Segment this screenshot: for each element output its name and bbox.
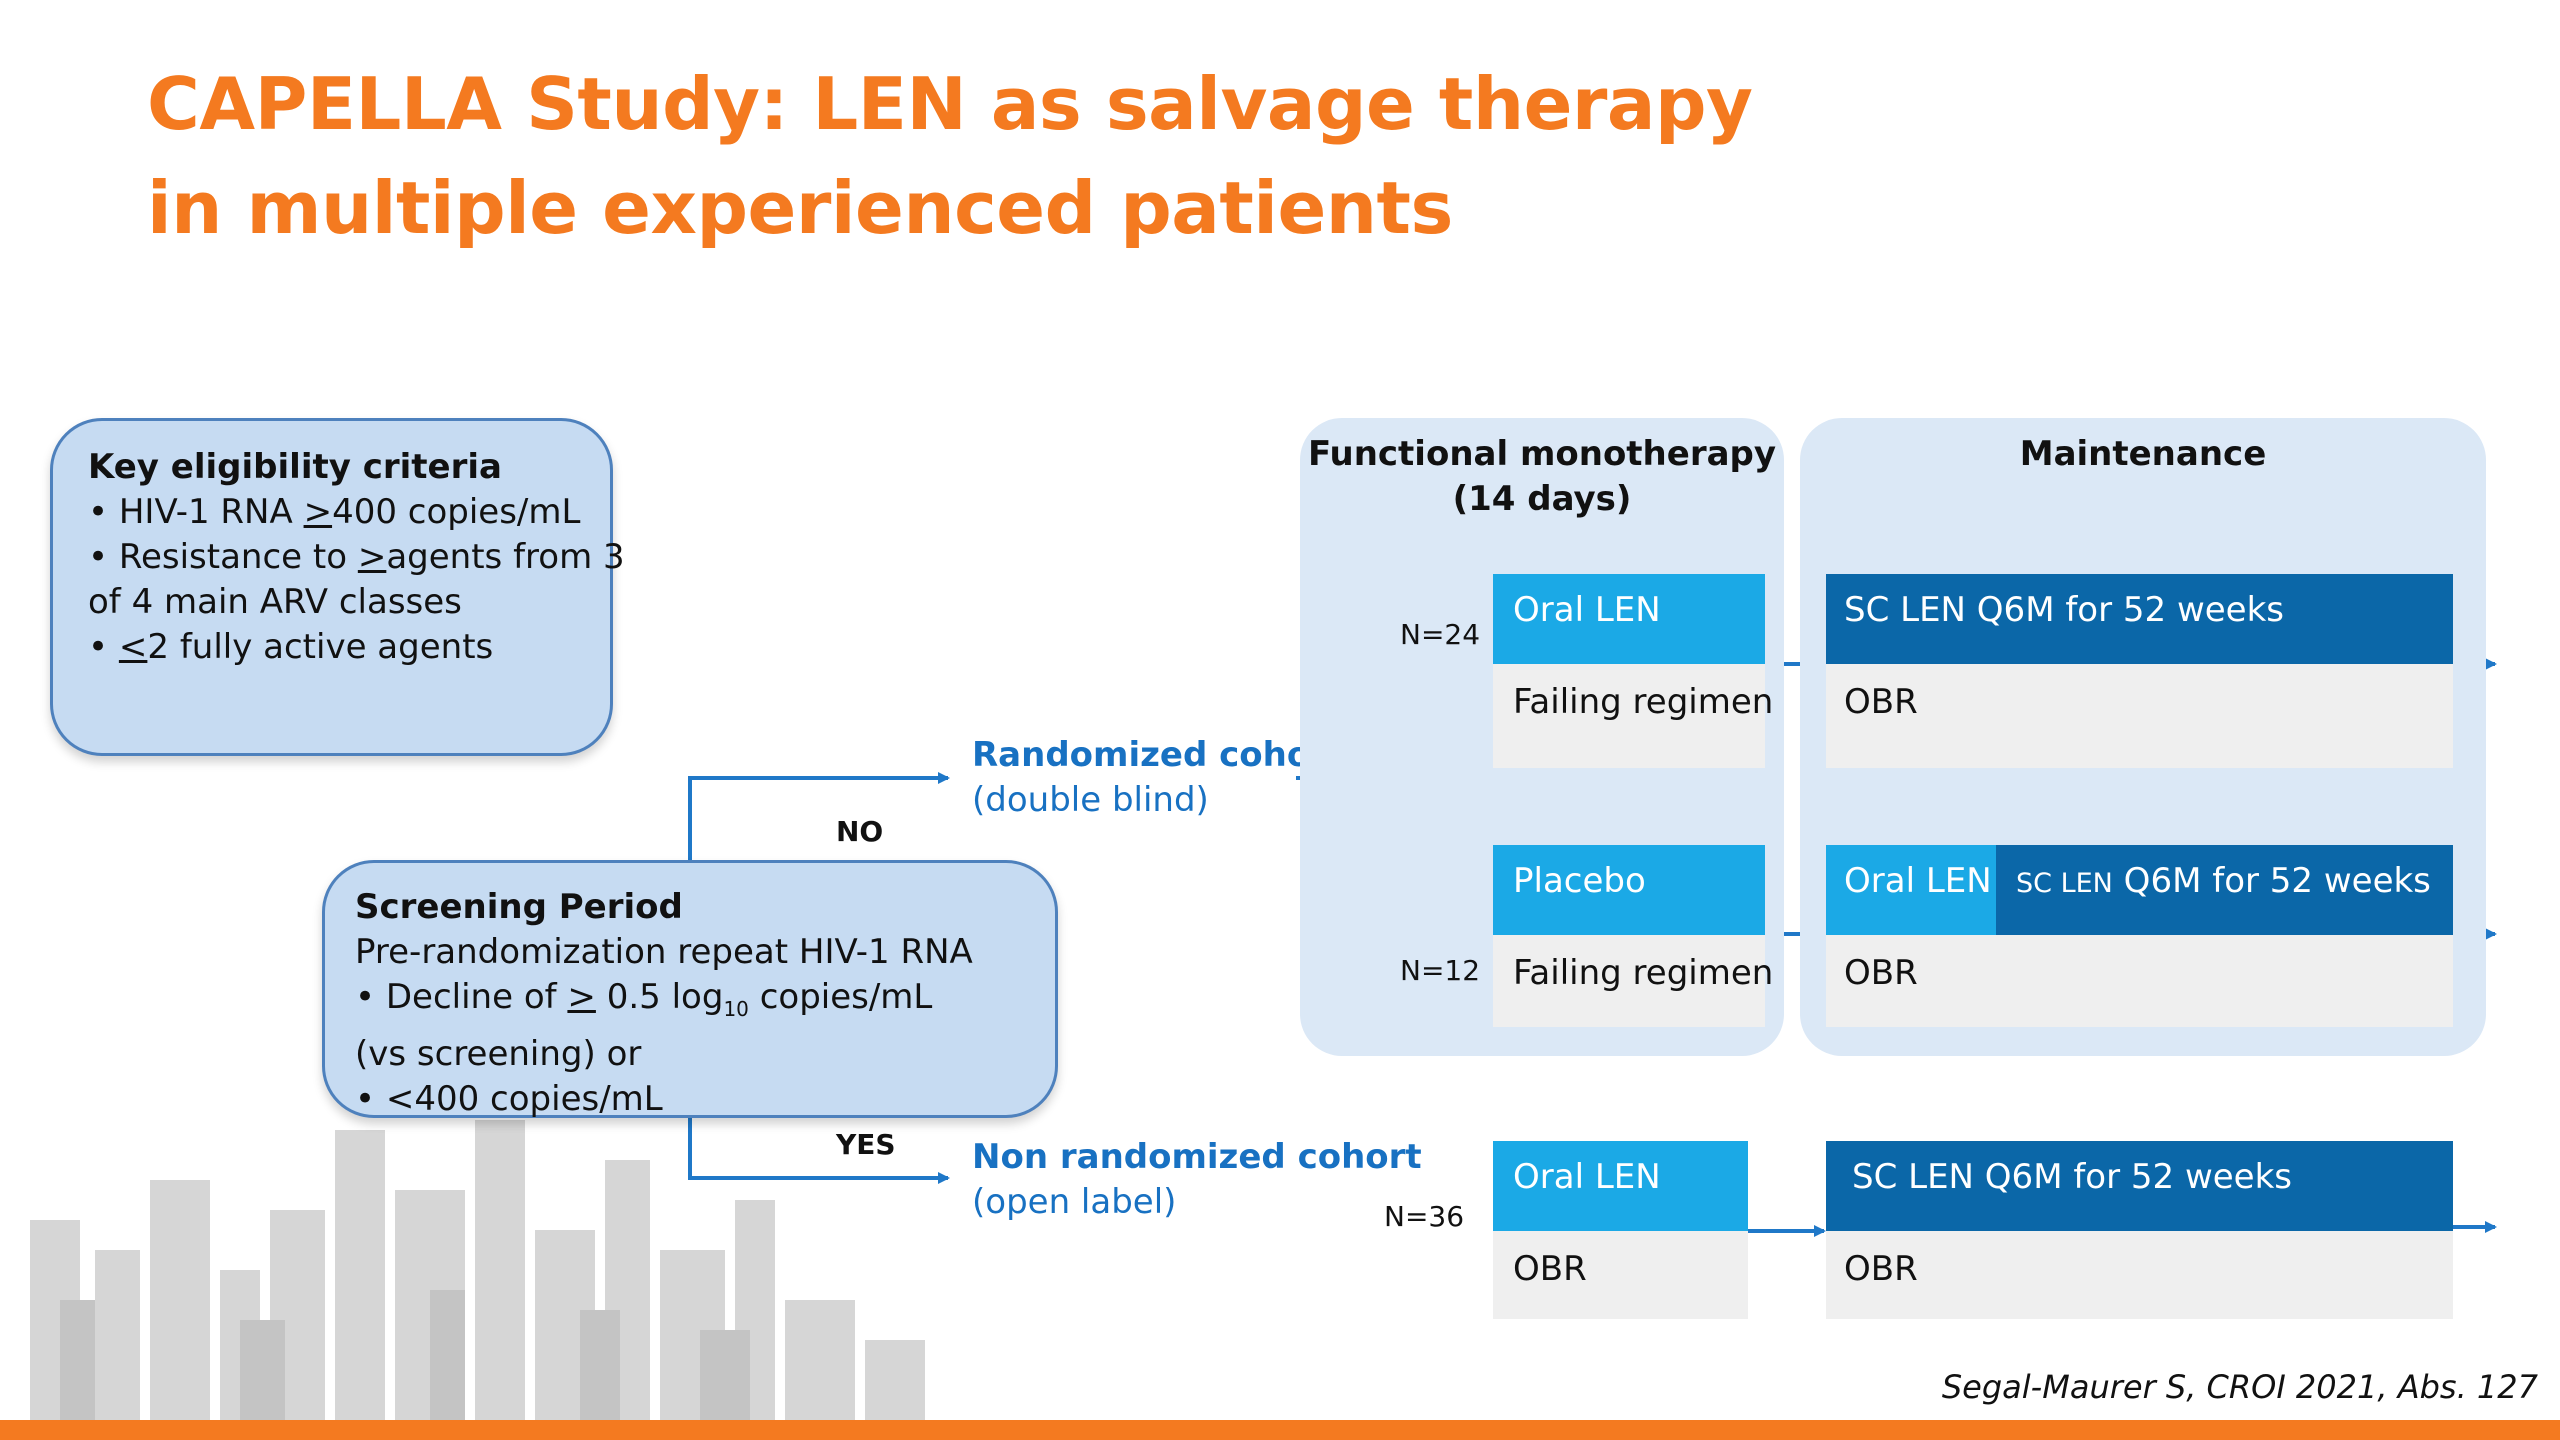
arm2-oral-len-cell: Oral LEN (1826, 845, 1996, 935)
yes-branch-arrow (688, 1118, 950, 1184)
arm3-background-cell: OBR (1493, 1231, 1748, 1319)
screening-bullet-threshold: • <400 copies/mL (355, 1079, 663, 1119)
monotherapy-heading: Functional monotherapy (1307, 434, 1777, 474)
screening-line-vs: (vs screening) or (355, 1034, 642, 1074)
randomized-cohort-label: Randomized cohort (double blind) (972, 735, 1344, 820)
citation: Segal-Maurer S, CROI 2021, Abs. 127 (1941, 1368, 2538, 1406)
arm3-maintenance-cell: SC LEN Q6M for 52 weeks (1826, 1141, 2453, 1231)
maintenance-heading: Maintenance (2019, 434, 2267, 474)
no-branch-arrow (688, 772, 950, 860)
eligibility-bullet-resistance-cont: of 4 main ARV classes (88, 582, 462, 622)
arm1-maintenance-cell: SC LEN Q6M for 52 weeks (1826, 574, 2453, 664)
screening-period-box: Screening Period Pre-randomization repea… (322, 860, 1058, 1119)
arm3-treatment-cell: Oral LEN (1493, 1141, 1748, 1231)
yes-branch-label: YES (836, 1128, 896, 1161)
arm2-n-label: N=12 (1400, 954, 1481, 987)
arm1-obr-cell: OBR (1826, 664, 2453, 768)
screening-bullet-decline: • Decline of > 0.5 log10 copies/mL (355, 977, 933, 1021)
title-line-1: CAPELLA Study: LEN as salvage therapy (147, 62, 1753, 146)
eligibility-bullet-rna: • HIV-1 RNA >400 copies/mL (88, 492, 581, 532)
eligibility-criteria-box: Key eligibility criteria • HIV-1 RNA >40… (50, 418, 625, 756)
arm1-treatment-cell: Oral LEN (1493, 574, 1765, 664)
arm2-obr-cell: OBR (1826, 935, 2453, 1027)
arm2-maintenance-cell: SC LEN Q6M for 52 weeks (1996, 845, 2453, 935)
slide-title: CAPELLA Study: LEN as salvage therapy in… (147, 52, 1753, 260)
monotherapy-duration: (14 days) (1452, 479, 1632, 519)
arm3-n-label: N=36 (1384, 1200, 1465, 1233)
arm3-obr-cell: OBR (1826, 1231, 2453, 1319)
nonrandomized-cohort-label: Non randomized cohort (open label) (972, 1137, 1422, 1222)
title-line-2: in multiple experienced patients (147, 166, 1453, 250)
arm2-background-cell: Failing regimen (1493, 935, 1773, 1027)
no-branch-label: NO (836, 815, 884, 848)
bottom-accent-bar (0, 1420, 2560, 1440)
screening-heading: Screening Period (355, 887, 683, 927)
arm2-treatment-cell: Placebo (1493, 845, 1765, 935)
arm1-background-cell: Failing regimen (1493, 664, 1773, 768)
city-skyline-watermark (30, 1120, 925, 1430)
arm1-n-label: N=24 (1400, 618, 1481, 651)
eligibility-bullet-active-agents: • <2 fully active agents (88, 627, 494, 667)
screening-line-rna: Pre-randomization repeat HIV-1 RNA (355, 932, 973, 972)
eligibility-heading: Key eligibility criteria (88, 447, 502, 487)
eligibility-bullet-resistance: • Resistance to >agents from 3 (88, 537, 625, 577)
